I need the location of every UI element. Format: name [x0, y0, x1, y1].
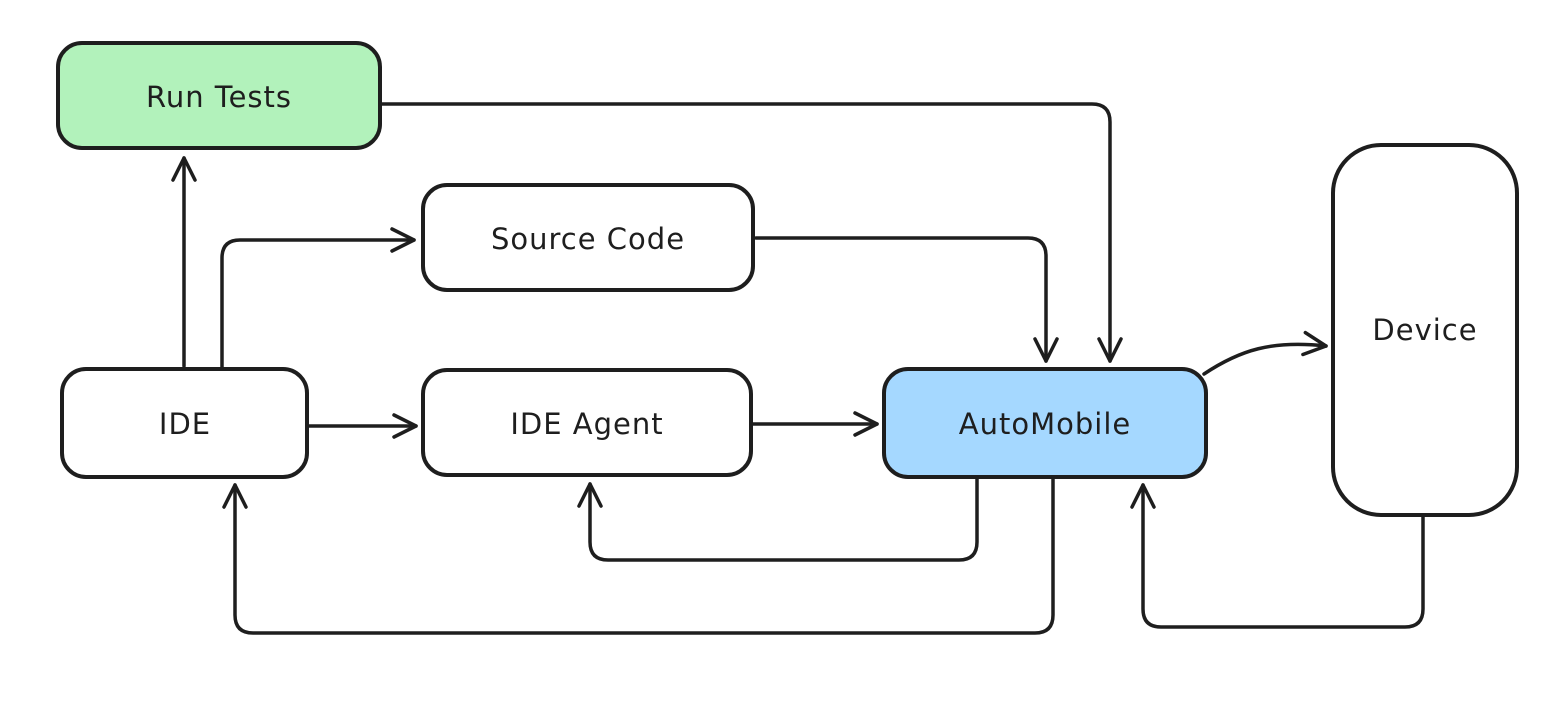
node-run-tests-label: Run Tests [146, 80, 292, 114]
node-ide-label: IDE [159, 407, 211, 441]
node-ide: IDE [60, 367, 309, 479]
node-run-tests: Run Tests [56, 41, 382, 150]
node-source-code-box [421, 183, 755, 292]
node-run-tests-box [56, 41, 382, 150]
node-ide-agent: IDE Agent [421, 368, 753, 477]
node-device-box [1331, 143, 1519, 517]
node-ide-agent-label: IDE Agent [510, 407, 663, 441]
edge-automobile-to-device [1202, 330, 1328, 376]
edge-automobile-to-ide-agent [577, 477, 979, 562]
node-automobile-box [882, 367, 1208, 479]
edge-automobile-to-ide [222, 477, 1055, 635]
node-automobile: AutoMobile [882, 367, 1208, 479]
edge-run-tests-to-automobile [379, 102, 1123, 363]
node-ide-box [60, 367, 309, 479]
node-source-code-label: Source Code [491, 222, 685, 256]
edge-ide-to-source-code [220, 227, 416, 369]
node-automobile-label: AutoMobile [959, 407, 1131, 441]
node-source-code: Source Code [421, 183, 755, 292]
node-ide-agent-box [421, 368, 753, 477]
edge-device-to-automobile [1130, 483, 1425, 629]
edge-source-code-to-automobile [754, 236, 1059, 363]
node-device: Device [1331, 143, 1519, 517]
node-device-label: Device [1372, 313, 1477, 347]
